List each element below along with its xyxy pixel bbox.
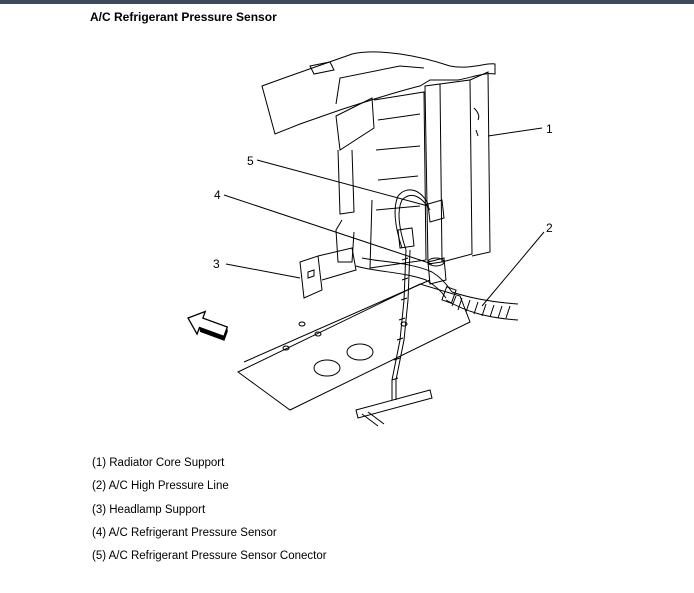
top-border: [0, 0, 694, 4]
bracket-plate: [335, 97, 375, 151]
crossmember-hole-1: [313, 359, 341, 377]
page-title: A/C Refrigerant Pressure Sensor: [90, 10, 277, 24]
legend-item-4: (4) A/C Refrigerant Pressure Sensor: [92, 526, 277, 539]
radiator-body: [369, 91, 427, 269]
leader-3: [225, 263, 301, 279]
post-mark: [475, 129, 479, 137]
callout-1: 1: [546, 122, 553, 136]
leader-2: [481, 231, 545, 307]
direction-arrow-icon: [187, 310, 229, 341]
legend-item-3: (3) Headlamp Support: [92, 503, 206, 516]
harness-end: [361, 411, 385, 427]
crossmember-bolt-1: [282, 345, 290, 351]
callout-2: 2: [546, 221, 553, 235]
callout-4: 4: [214, 188, 221, 202]
legend-item-5: (5) A/C Refrigerant Pressure Sensor Cone…: [92, 550, 327, 563]
legend-item-2: (2) A/C High Pressure Line: [92, 480, 229, 493]
pressure-sensor-top: [427, 257, 445, 267]
hose-texture: [451, 295, 511, 319]
upper-support-bar: [261, 51, 496, 135]
post-hole: [473, 107, 480, 121]
support-post-front: [424, 83, 443, 265]
harness-ties: [391, 257, 409, 381]
hose-fitting: [441, 286, 457, 304]
crossmember-hole-2: [346, 343, 374, 361]
crossmember-edge: [243, 279, 431, 363]
headlamp-support-tab: [299, 255, 323, 299]
crossmember-bolt-4: [400, 321, 408, 327]
support-link: [317, 247, 357, 281]
callout-3: 3: [213, 257, 220, 271]
harness-clip: [397, 227, 415, 249]
harness-connector-strip: [355, 389, 433, 419]
radiator-fins: [375, 113, 421, 211]
line-drawing: [223, 51, 545, 427]
harness-run: [391, 249, 407, 400]
pressure-line-upper: [361, 257, 453, 293]
leader-5: [256, 159, 429, 207]
pressure-sensor-body: [427, 257, 447, 285]
pressure-line-lower: [355, 265, 447, 299]
support-post-back: [469, 71, 491, 257]
headlamp-support: [335, 219, 355, 263]
support-post-side: [439, 79, 473, 263]
leader-1: [487, 127, 543, 137]
crossmember-bolt-2: [314, 331, 322, 337]
harness-loop: [394, 189, 429, 249]
crossmember-bolt-3: [298, 321, 306, 327]
callout-5: 5: [247, 154, 254, 168]
harness-loop-inner: [398, 194, 431, 251]
upper-bar-slot: [309, 61, 335, 75]
leader-4: [223, 194, 433, 265]
lower-crossmember: [237, 283, 471, 411]
parts-legend: (1) Radiator Core Support (2) A/C High P…: [92, 455, 327, 571]
tab-hole: [307, 269, 315, 279]
sensor-connector: [427, 199, 445, 223]
legend-item-1: (1) Radiator Core Support: [92, 457, 225, 469]
upper-bar-edge: [335, 65, 425, 105]
harness-run-2: [395, 249, 411, 400]
pressure-hose-top: [451, 291, 519, 305]
